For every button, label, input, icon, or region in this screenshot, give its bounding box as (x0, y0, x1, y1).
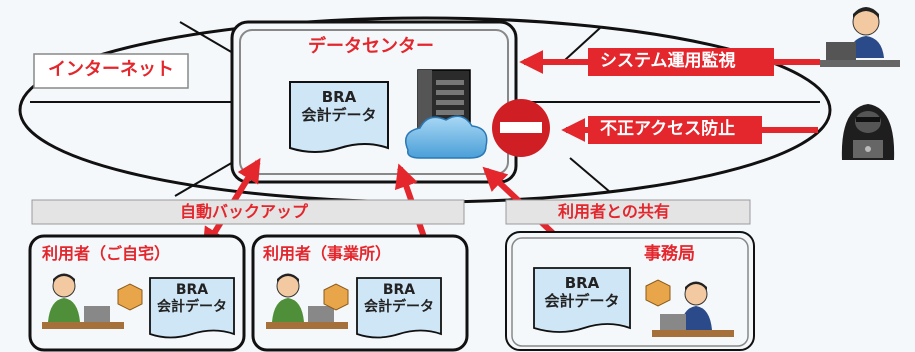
datacenter-doc-text: BRA 会計データ (290, 88, 388, 124)
internet-label-box (33, 53, 189, 89)
auto-backup-label: 自動バックアップ (180, 202, 309, 221)
document-icon-home (149, 277, 235, 339)
office-doc-text: BRA 会計データ (357, 282, 441, 316)
share-tag-box (505, 199, 751, 225)
share-label: 利用者との共有 (558, 202, 670, 221)
backup-tag-box (31, 199, 465, 225)
secretariat-label: 事務局 (644, 244, 695, 264)
document-icon-office (356, 277, 442, 339)
internet-label: インターネット (48, 59, 174, 80)
user-laptop-icon (266, 273, 348, 329)
doc-line2: 会計データ (157, 298, 227, 315)
user-home-label: 利用者（ご自宅） (42, 244, 171, 263)
package-icon (645, 279, 671, 307)
hacker-icon (841, 104, 895, 160)
secretariat-doc-text: BRA 会計データ (534, 274, 630, 310)
doc-line1: BRA (382, 282, 416, 298)
doc-line2: 会計データ (364, 298, 434, 315)
package-icon (323, 283, 349, 311)
document-icon-datacenter (289, 81, 389, 153)
monitor-label: システム運用監視 (600, 51, 736, 71)
user-office-label: 利用者（事業所） (263, 244, 392, 263)
doc-line1: BRA (564, 274, 600, 292)
doc-line2: 会計データ (301, 106, 377, 124)
protection-label: 不正アクセス防止 (600, 119, 736, 139)
monitoring-person-icon (820, 7, 900, 67)
doc-line2: 会計データ (544, 292, 620, 310)
home-doc-text: BRA 会計データ (150, 282, 234, 316)
package-icon (117, 283, 143, 311)
user-laptop-icon (42, 273, 124, 329)
datacenter-label: データセンター (308, 36, 434, 57)
user-laptop-icon (652, 281, 734, 337)
doc-line1: BRA (321, 88, 357, 106)
doc-line1: BRA (175, 282, 209, 298)
no-entry-icon (492, 99, 550, 157)
document-icon-secretariat (533, 267, 631, 333)
cloud-icon (405, 115, 488, 159)
